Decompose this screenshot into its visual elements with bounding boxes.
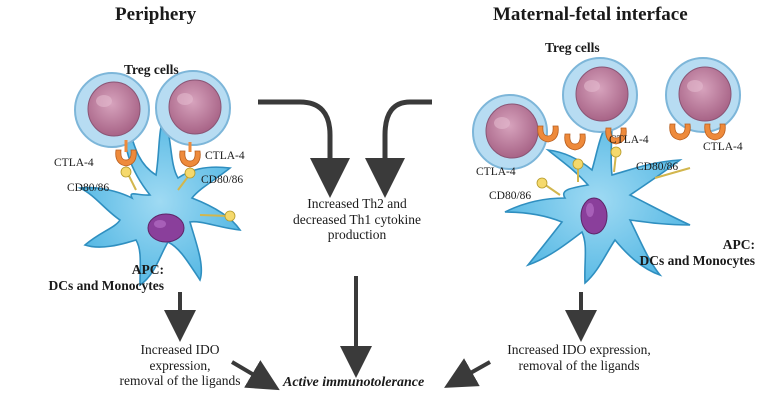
left-curved-arrow <box>258 99 350 198</box>
periphery-cd80-right: CD80/86 <box>201 174 244 186</box>
interface-outcome-line1: Increased IDO expression, <box>507 342 651 357</box>
interface-treg-cell-1 <box>472 94 548 170</box>
periphery-outcome-text: Increased IDO expression, removal of the… <box>95 342 265 389</box>
center-line1: Increased Th2 and <box>307 196 407 211</box>
periphery-apc-line2: DCs and Monocytes <box>48 277 164 293</box>
periphery-outcome-line3: removal of the ligands <box>119 373 241 389</box>
periphery-outcome-line1: Increased IDO <box>140 342 220 357</box>
center-line3: production <box>327 227 387 243</box>
interface-cd80-a: CD80/86 <box>489 190 532 202</box>
periphery-treg-cell-1 <box>74 72 150 148</box>
right-diagonal-arrow <box>444 358 491 388</box>
interface-apc-line2: DCs and Monocytes <box>639 252 755 268</box>
interface-treg-label: Treg cells <box>545 40 600 55</box>
interface-cd80-b: CD80/86 <box>636 161 679 173</box>
periphery-outcome-line2: expression, <box>149 357 211 373</box>
periphery-ctla4-right: CTLA-4 <box>205 150 245 162</box>
interface-title: Maternal-fetal interface <box>493 4 688 25</box>
periphery-apc-line1: APC: <box>131 262 164 277</box>
interface-treg-cell-2 <box>562 57 638 133</box>
interface-ctla4-c: CTLA-4 <box>703 141 743 153</box>
periphery-apc-label: APC: DCs and Monocytes <box>40 262 164 293</box>
interface-ctla4-a: CTLA-4 <box>476 166 516 178</box>
result-label: Active immunotolerance <box>283 375 425 390</box>
left-diagonal-arrow <box>230 360 280 391</box>
center-line2: decreased Th1 cytokine <box>293 211 421 227</box>
periphery-title: Periphery <box>115 4 197 25</box>
interface-ctla4-b: CTLA-4 <box>609 134 649 146</box>
periphery-treg-cell-2 <box>155 70 231 146</box>
center-mechanism-text: Increased Th2 and decreased Th1 cytokine… <box>282 196 432 243</box>
interface-outcome-line2: removal of the ligands <box>518 357 640 373</box>
interface-apc-line1: APC: <box>722 237 755 252</box>
periphery-cd80-left: CD80/86 <box>67 182 110 194</box>
interface-outcome-text: Increased IDO expression, removal of the… <box>489 342 669 373</box>
right-curved-arrow <box>365 99 432 198</box>
periphery-treg-label: Treg cells <box>124 62 179 77</box>
periphery-ctla4-left: CTLA-4 <box>54 157 94 169</box>
interface-treg-cell-3 <box>665 57 741 133</box>
interface-apc-label: APC: DCs and Monocytes <box>625 237 755 268</box>
